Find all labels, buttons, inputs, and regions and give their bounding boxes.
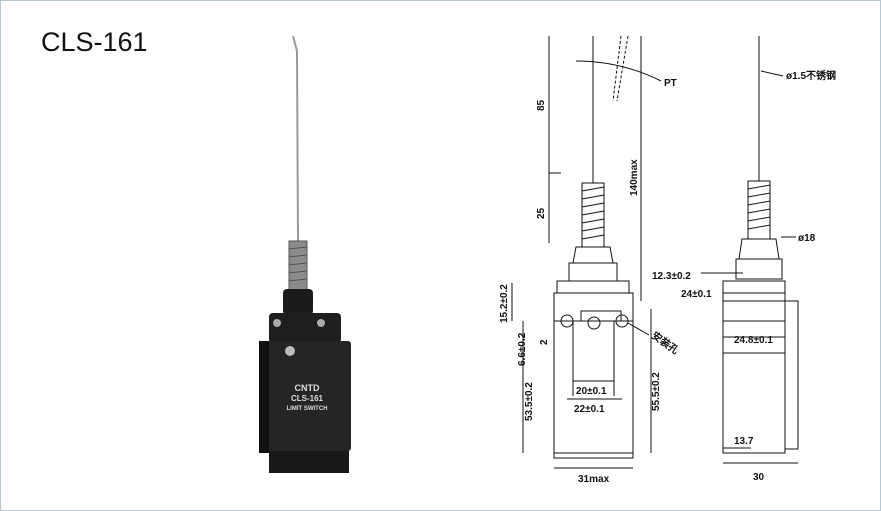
dim-13-7: 13.7	[734, 436, 754, 447]
dim-25: 25	[536, 207, 547, 219]
dim-12-3: 12.3±0.2	[652, 271, 691, 282]
front-view-drawing	[511, 35, 662, 469]
dim-22: 22±0.1	[574, 404, 605, 415]
label-wire: ø1.5不锈钢	[786, 69, 836, 82]
photo-brand: CNTD	[295, 383, 320, 393]
dim-24-8: 24.8±0.1	[734, 335, 773, 346]
dim-20: 20±0.1	[576, 386, 607, 397]
side-view-labels: ø1.5不锈钢 ø18 12.3±0.2 24±0.1 24.8±0.1 13.…	[652, 69, 836, 483]
label-pt: PT	[664, 78, 677, 89]
dim-140max: 140max	[629, 159, 640, 196]
photo-type: LIMIT SWITCH	[287, 406, 328, 412]
dim-2: 2	[539, 339, 550, 345]
photo-model: CLS-161	[291, 394, 324, 403]
dim-15-2: 15.2±0.2	[499, 284, 510, 323]
dim-6-6: 6.6±0.2	[517, 332, 528, 366]
product-title: CLS-161	[41, 27, 148, 57]
dim-53-5: 53.5±0.2	[524, 382, 535, 421]
label-mount-hole: 安装孔	[649, 329, 681, 357]
dim-55-5: 55.5±0.2	[651, 372, 662, 411]
product-photo: CNTD CLS-161 LIMIT SWITCH	[259, 35, 351, 473]
dim-30: 30	[753, 472, 765, 483]
dim-18: ø18	[798, 233, 816, 244]
dim-24: 24±0.1	[681, 289, 712, 300]
side-view-drawing	[701, 36, 799, 464]
dim-31max: 31max	[578, 474, 610, 485]
dim-85: 85	[536, 99, 547, 111]
